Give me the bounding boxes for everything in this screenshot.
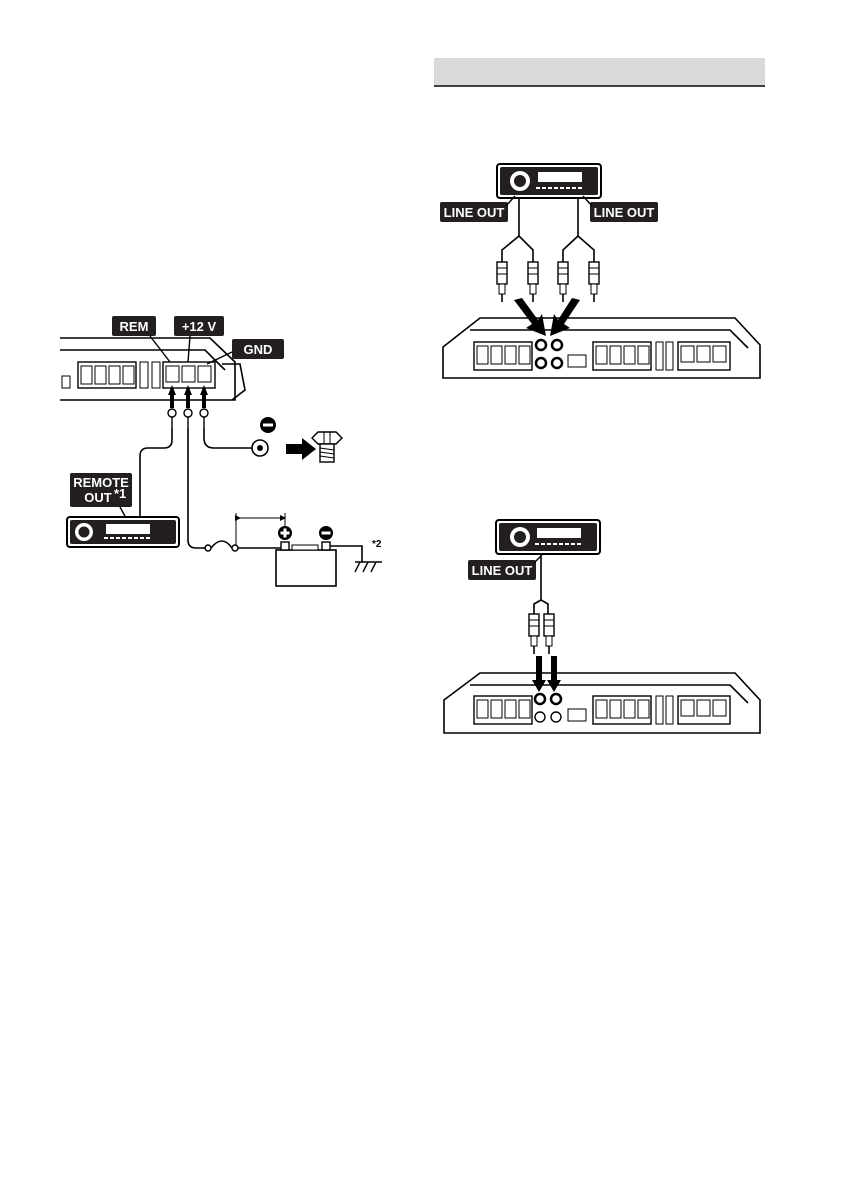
svg-text:+12 V: +12 V [182,319,217,334]
stereo-lineout-diagram: LINE OUT LINE OUT [440,164,760,378]
plus12v-label: +12 V [174,316,224,362]
svg-text:REM: REM [120,319,149,334]
head-unit-bottom [496,520,600,554]
svg-text:LINE OUT: LINE OUT [444,205,505,220]
svg-text:LINE OUT: LINE OUT [594,205,655,220]
line-out-label-bottom: LINE OUT [468,555,542,580]
line-out-label-right: LINE OUT [583,196,658,222]
ground-symbol-icon [355,562,382,572]
mono-lineout-diagram: LINE OUT [444,520,760,733]
bolt-icon [312,432,342,462]
fuse-icon [205,541,238,551]
ring-connectors [168,409,208,428]
power-terminal-block [163,362,215,388]
svg-text:OUT: OUT [84,490,112,505]
power-wiring-diagram: REM +12 V GND [60,316,382,586]
minus-circle-icon [260,417,276,433]
amplifier-top [443,318,760,378]
svg-text:*1: *1 [114,486,126,501]
head-unit-left [67,517,179,547]
battery [276,526,336,586]
ground-footnote: *2 [372,539,382,550]
distance-bracket [236,513,285,545]
insert-arrow-bottom-left [532,656,546,692]
svg-text:GND: GND [244,342,273,357]
remote-out-label: REMOTE OUT *1 [70,473,132,518]
amplifier-bottom [444,673,760,733]
rem-label: REM [112,316,170,362]
rca-plugs-top [497,262,599,302]
amplifier-left [60,338,245,400]
rca-plugs-bottom [529,614,554,654]
speaker-terminal-block [62,362,160,388]
svg-text:LINE OUT: LINE OUT [472,563,533,578]
insert-arrow-bottom-right [547,656,561,692]
ground-wire-to-chassis [204,417,342,462]
plus-circle-icon [278,526,292,540]
line-out-label-left: LINE OUT [440,196,515,222]
gnd-label: GND [207,339,284,364]
section-header-bar [434,58,765,85]
minus-circle-icon [319,526,333,540]
direction-arrow [286,438,316,460]
head-unit-top [497,164,601,198]
